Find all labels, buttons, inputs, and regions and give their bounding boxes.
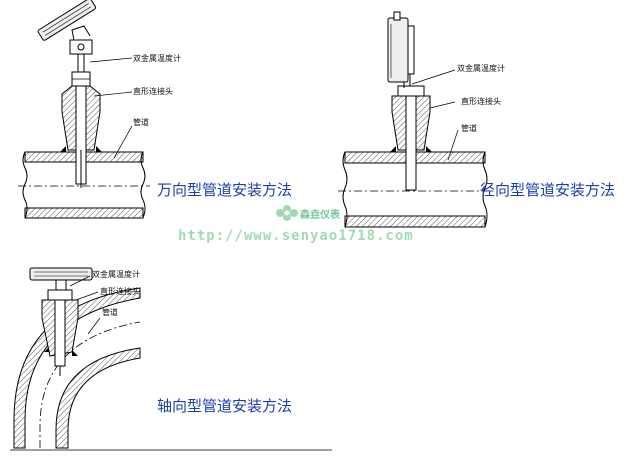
weld-right-2	[426, 146, 432, 152]
leader-connector-3	[75, 291, 99, 301]
thermometer-radial	[387, 11, 415, 88]
weld-right-3	[72, 350, 78, 356]
diagram-universal	[18, 0, 150, 219]
label-pipe-universal: 管道	[133, 118, 149, 127]
straight-connector-radial	[391, 85, 431, 191]
caption-radial: 径向型管道安装方法	[480, 181, 616, 199]
leader-connector-2	[429, 101, 456, 109]
label-pipe-radial: 管道	[461, 124, 477, 133]
leader-pipe-3	[87, 317, 101, 335]
watermark-url: http://www.senyao1718.com	[178, 228, 414, 244]
leader-thermometer-1	[89, 57, 133, 63]
diagram-axial	[10, 267, 332, 451]
weld-right	[96, 146, 102, 152]
label-thermometer-radial: 双金属温度计	[457, 64, 505, 73]
caption-axial: 轴向型管道安装方法	[157, 397, 293, 415]
leader-pipe-1	[113, 125, 133, 159]
straight-connector-universal	[61, 52, 101, 188]
leader-thermometer-3	[69, 275, 91, 287]
watermark-brand: 森垚仪表	[300, 210, 340, 221]
leader-connector-1	[93, 91, 133, 97]
watermark-logo-icon	[276, 205, 298, 221]
label-connector-axial: 直形连接头	[100, 287, 140, 296]
diagram-radial	[338, 11, 492, 228]
label-thermometer-universal: 双金属温度计	[133, 54, 181, 63]
caption-universal: 万向型管道安装方法	[157, 181, 293, 199]
weld-left-2	[390, 146, 396, 152]
label-thermometer-axial: 双金属温度计	[92, 270, 140, 279]
pipe-elbow	[10, 287, 332, 451]
thermometer-axial	[29, 267, 93, 291]
label-connector-universal: 直形连接头	[133, 87, 173, 96]
thermometer-universal	[37, 0, 97, 55]
weld-left	[60, 146, 66, 152]
leader-pipe-2	[447, 129, 459, 161]
label-pipe-axial: 管道	[102, 308, 118, 317]
straight-connector-axial	[41, 289, 79, 376]
leader-thermometer-2	[411, 69, 456, 85]
label-connector-radial: 直形连接头	[461, 97, 501, 106]
